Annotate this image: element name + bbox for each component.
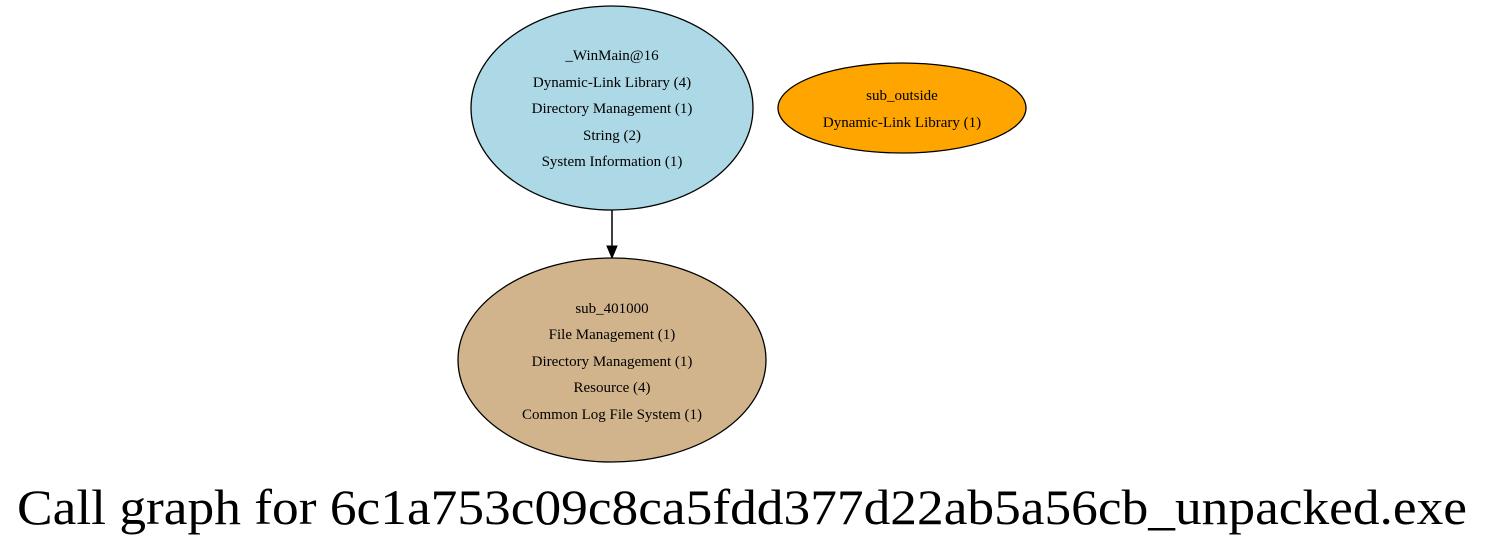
node-sub-outside-shape [777, 62, 1027, 154]
node-sub-outside-line: Dynamic-Link Library (1) [823, 115, 981, 131]
node-sub-outside-name: sub_outside [866, 88, 938, 104]
node-sub-401000-line: Resource (4) [573, 380, 650, 396]
node-winmain-line: System Information (1) [542, 154, 683, 170]
node-winmain[interactable]: _WinMain@16 Dynamic-Link Library (4) Dir… [470, 5, 754, 211]
node-winmain-line: String (2) [583, 128, 641, 144]
node-sub-401000-name: sub_401000 [575, 301, 648, 317]
node-winmain-line: Dynamic-Link Library (4) [533, 75, 691, 91]
node-sub-401000-line: File Management (1) [549, 327, 676, 343]
node-sub-outside[interactable]: sub_outside Dynamic-Link Library (1) [777, 62, 1027, 154]
node-sub-401000[interactable]: sub_401000 File Management (1) Directory… [457, 257, 767, 463]
edge-arrowhead [606, 245, 618, 260]
node-sub-401000-shape [457, 257, 767, 463]
edge-winmain-to-sub-401000 [606, 210, 618, 260]
node-sub-401000-line: Common Log File System (1) [522, 407, 702, 423]
graph-title: Call graph for 6c1a753c09c8ca5fdd377d22a… [17, 479, 1467, 535]
node-winmain-name: _WinMain@16 [564, 48, 659, 64]
node-sub-401000-line: Directory Management (1) [532, 354, 693, 370]
node-winmain-line: Directory Management (1) [532, 101, 693, 117]
node-winmain-shape [470, 5, 754, 211]
